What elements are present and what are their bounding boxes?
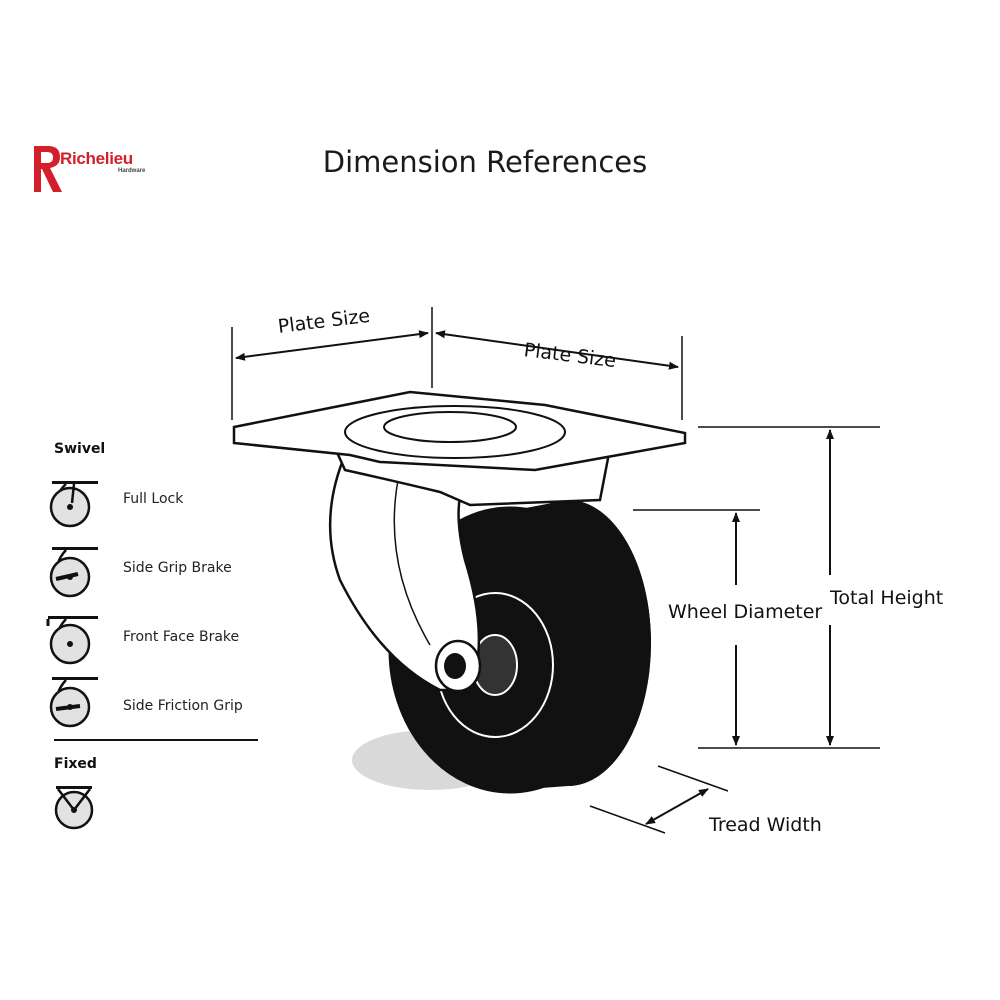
plate-size-left-arrow (235, 330, 429, 361)
swivel-raceway-inner (383, 411, 517, 443)
tread-width-label: Tread Width (709, 814, 822, 836)
swivel-heading: Swivel (54, 441, 106, 457)
logo-subtitle: Hardware (118, 168, 146, 174)
fixed-heading: Fixed (54, 756, 97, 772)
fixed-caster-icon (54, 786, 94, 830)
side-friction-grip-icon (49, 677, 98, 728)
side-grip-brake-icon (49, 547, 98, 598)
legend-divider (54, 739, 258, 741)
page-title: Dimension References (322, 145, 648, 179)
tread-width-ext-front (589, 805, 666, 834)
logo-name: Richelieu (60, 149, 133, 168)
legend-item-side-friction-grip: Side Friction Grip (123, 698, 243, 714)
richelieu-logo: Richelieu Hardware (32, 142, 162, 198)
tread-width-ext-back (657, 765, 729, 792)
wheel-diameter-label: Wheel Diameter (668, 601, 823, 623)
front-face-brake-icon (46, 616, 98, 665)
tread-width-arrow (645, 788, 709, 825)
plate-edge (233, 442, 351, 456)
fork-inner-edge (393, 469, 431, 646)
full-lock-icon (49, 481, 98, 528)
caster-fork (328, 453, 481, 692)
legend-item-front-face-brake: Front Face Brake (123, 629, 240, 645)
axle-bolt (444, 653, 466, 679)
logo-r-mark-icon (34, 146, 62, 192)
legend-item-full-lock: Full Lock (123, 491, 184, 507)
plate-size-right-arrow (435, 330, 679, 370)
total-height-label: Total Height (830, 587, 944, 609)
legend-item-side-grip-brake: Side Grip Brake (123, 560, 232, 576)
